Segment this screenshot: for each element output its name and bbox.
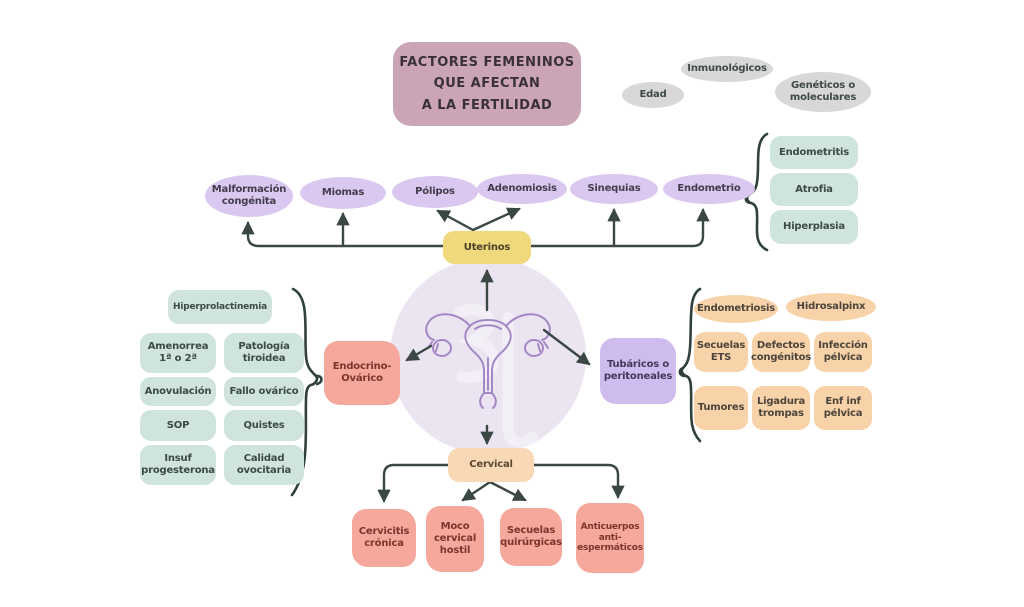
brace-endometrio-types: [745, 132, 769, 252]
connector-cervical-moco: [461, 480, 492, 502]
node-defectos-congenitos: Defectos congénitos: [751, 332, 811, 372]
node-anovulacion: Anovulación: [140, 377, 216, 406]
node-hidrosalpinx: Hidrosalpinx: [786, 293, 876, 321]
node-tubaricos-peritoneales: Tubáricos o peritoneales: [600, 338, 676, 404]
node-hiperplasia: Hiperplasia: [770, 210, 858, 244]
brace-endocrino-loop: [314, 374, 323, 386]
node-edad: Edad: [622, 82, 684, 108]
uterus-icon: [425, 313, 551, 409]
brace-tubaricos-loop: [678, 366, 687, 378]
node-insuf-progesterona: Insuf progesterona: [140, 445, 216, 485]
connector-lines: [241, 207, 710, 504]
node-cervical: Cervical: [448, 448, 534, 482]
node-patologia-tiroidea: Patología tiroidea: [224, 333, 304, 373]
node-quistes: Quistes: [224, 410, 304, 441]
brace-endocrino-causes: [290, 287, 319, 497]
connector-cervical-secuelas: [488, 480, 527, 502]
connector-center-tubaricos: [542, 328, 591, 366]
node-fallo-ovarico: Fallo ovárico: [224, 377, 304, 406]
node-anticuerpos-antiespermaticos: Anticuerpos anti- espermáticos: [576, 503, 644, 573]
brace-tubaricos-causes: [680, 287, 702, 443]
connector-uterinos-adenomiosis: [471, 207, 521, 232]
node-miomas: Miomas: [300, 177, 386, 209]
node-endometritis: Endometritis: [770, 136, 858, 169]
node-moco-cervical-hostil: Moco cervical hostil: [426, 506, 484, 572]
node-tumores: Tumores: [694, 386, 748, 430]
node-uterinos: Uterinos: [443, 231, 531, 264]
node-amenorrea: Amenorrea 1ª o 2ª: [140, 333, 216, 373]
connector-cervical-anticuerpos: [531, 463, 625, 500]
node-hiperprolactinemia: Hiperprolactinemia: [168, 290, 272, 324]
node-endometriosis: Endometriosis: [694, 295, 778, 323]
diagram-title: FACTORES FEMENINOS QUE AFECTAN A LA FERT…: [393, 42, 581, 126]
node-secuelas-ets: Secuelas ETS: [694, 332, 748, 372]
node-infeccion-pelvica: Infección pélvica: [814, 332, 872, 372]
node-calidad-ovocitaria: Calidad ovocitaria: [224, 445, 304, 485]
node-secuelas-quirurgicas: Secuelas quirúrgicas: [500, 508, 562, 566]
braces: [290, 132, 769, 497]
node-malformacion-congenita: Malformación congénita: [205, 175, 293, 217]
node-sinequias: Sinequias: [570, 174, 658, 204]
watermark: [454, 304, 538, 448]
node-cervicitis-cronica: Cervicitis crónica: [352, 509, 416, 567]
node-inmunologicos: Inmunológicos: [681, 56, 773, 82]
connector-cervical-cervicitis: [377, 463, 450, 504]
node-endometrio: Endometrio: [663, 174, 755, 204]
node-adenomiosis: Adenomiosis: [477, 174, 567, 204]
connector-uterinos-polipos: [436, 209, 475, 232]
node-ligadura-trompas: Ligadura trompas: [752, 386, 810, 430]
node-atrofia: Atrofia: [770, 173, 858, 206]
node-sop: SOP: [140, 410, 216, 441]
node-polipos: Pólipos: [392, 176, 478, 208]
node-geneticos-moleculares: Genéticos o moleculares: [775, 72, 871, 112]
connector-uterinos-malformacion: [241, 220, 445, 248]
connector-uterinos-endometrio: [529, 207, 710, 248]
node-enf-inf-pelvica: Enf inf pélvica: [814, 386, 872, 430]
node-endocrino-ovarico: Endocrino- Ovárico: [324, 341, 400, 405]
connector-center-endocrino: [405, 344, 433, 362]
